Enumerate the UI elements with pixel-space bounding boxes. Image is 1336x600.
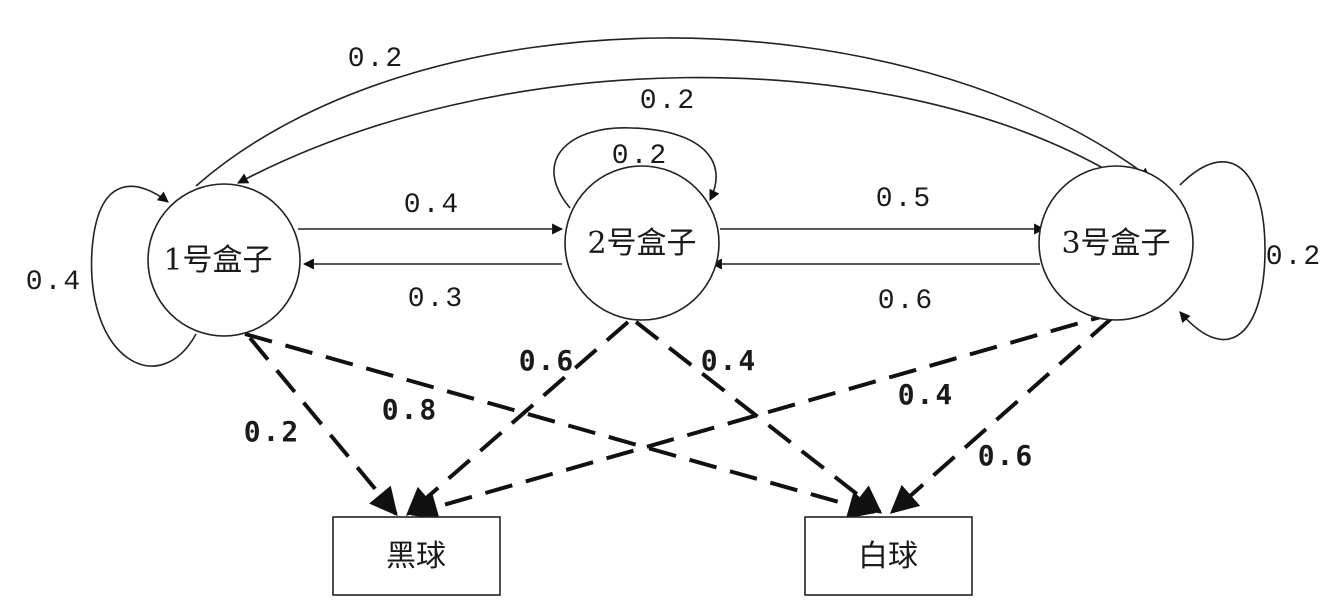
emission-box1-black (248, 336, 398, 517)
node-black-ball-label: 黑球 (386, 539, 446, 574)
emission-box2-black (405, 320, 630, 516)
edge-box3-self (1179, 161, 1266, 341)
label-box3-white: 0.6 (978, 439, 1035, 472)
node-white-ball (804, 516, 973, 596)
edge-box1-self (90, 185, 197, 367)
label-box2-self: 0.2 (612, 141, 668, 172)
label-box2-white: 0.4 (701, 344, 758, 377)
node-white-ball-label: 白球 (858, 539, 918, 574)
node-black-ball (332, 516, 501, 596)
edge-box2-self (553, 127, 720, 209)
label-box3-self: 0.2 (1266, 242, 1322, 273)
label-box2-to-box3: 0.5 (876, 184, 932, 215)
node-box1 (147, 183, 301, 337)
emission-box3-black (409, 310, 1119, 521)
node-box2-label: 2号盒子 (587, 226, 696, 261)
label-box1-white: 0.8 (382, 393, 439, 426)
label-box1-to-box2: 0.4 (404, 190, 460, 221)
label-box3-to-box1: 0.2 (640, 86, 696, 117)
label-box1-to-box3: 0.2 (348, 44, 404, 75)
label-box3-to-box2: 0.6 (878, 286, 934, 317)
node-box2 (564, 165, 720, 321)
node-box3 (1038, 165, 1194, 321)
emission-box3-white (889, 316, 1114, 514)
edge-box1-to-box3 (195, 37, 1151, 187)
label-box3-black: 0.4 (898, 378, 955, 411)
label-box2-to-box1: 0.3 (408, 284, 464, 315)
label-box2-black: 0.6 (519, 344, 576, 377)
emission-box1-white (244, 332, 877, 519)
node-box3-label: 3号盒子 (1061, 226, 1170, 261)
label-box1-self: 0.4 (26, 267, 82, 298)
emission-box2-white (634, 320, 883, 514)
label-box1-black: 0.2 (244, 415, 301, 448)
node-box1-label: 1号盒子 (163, 243, 272, 278)
edge-box3-to-box1 (237, 76, 1104, 184)
